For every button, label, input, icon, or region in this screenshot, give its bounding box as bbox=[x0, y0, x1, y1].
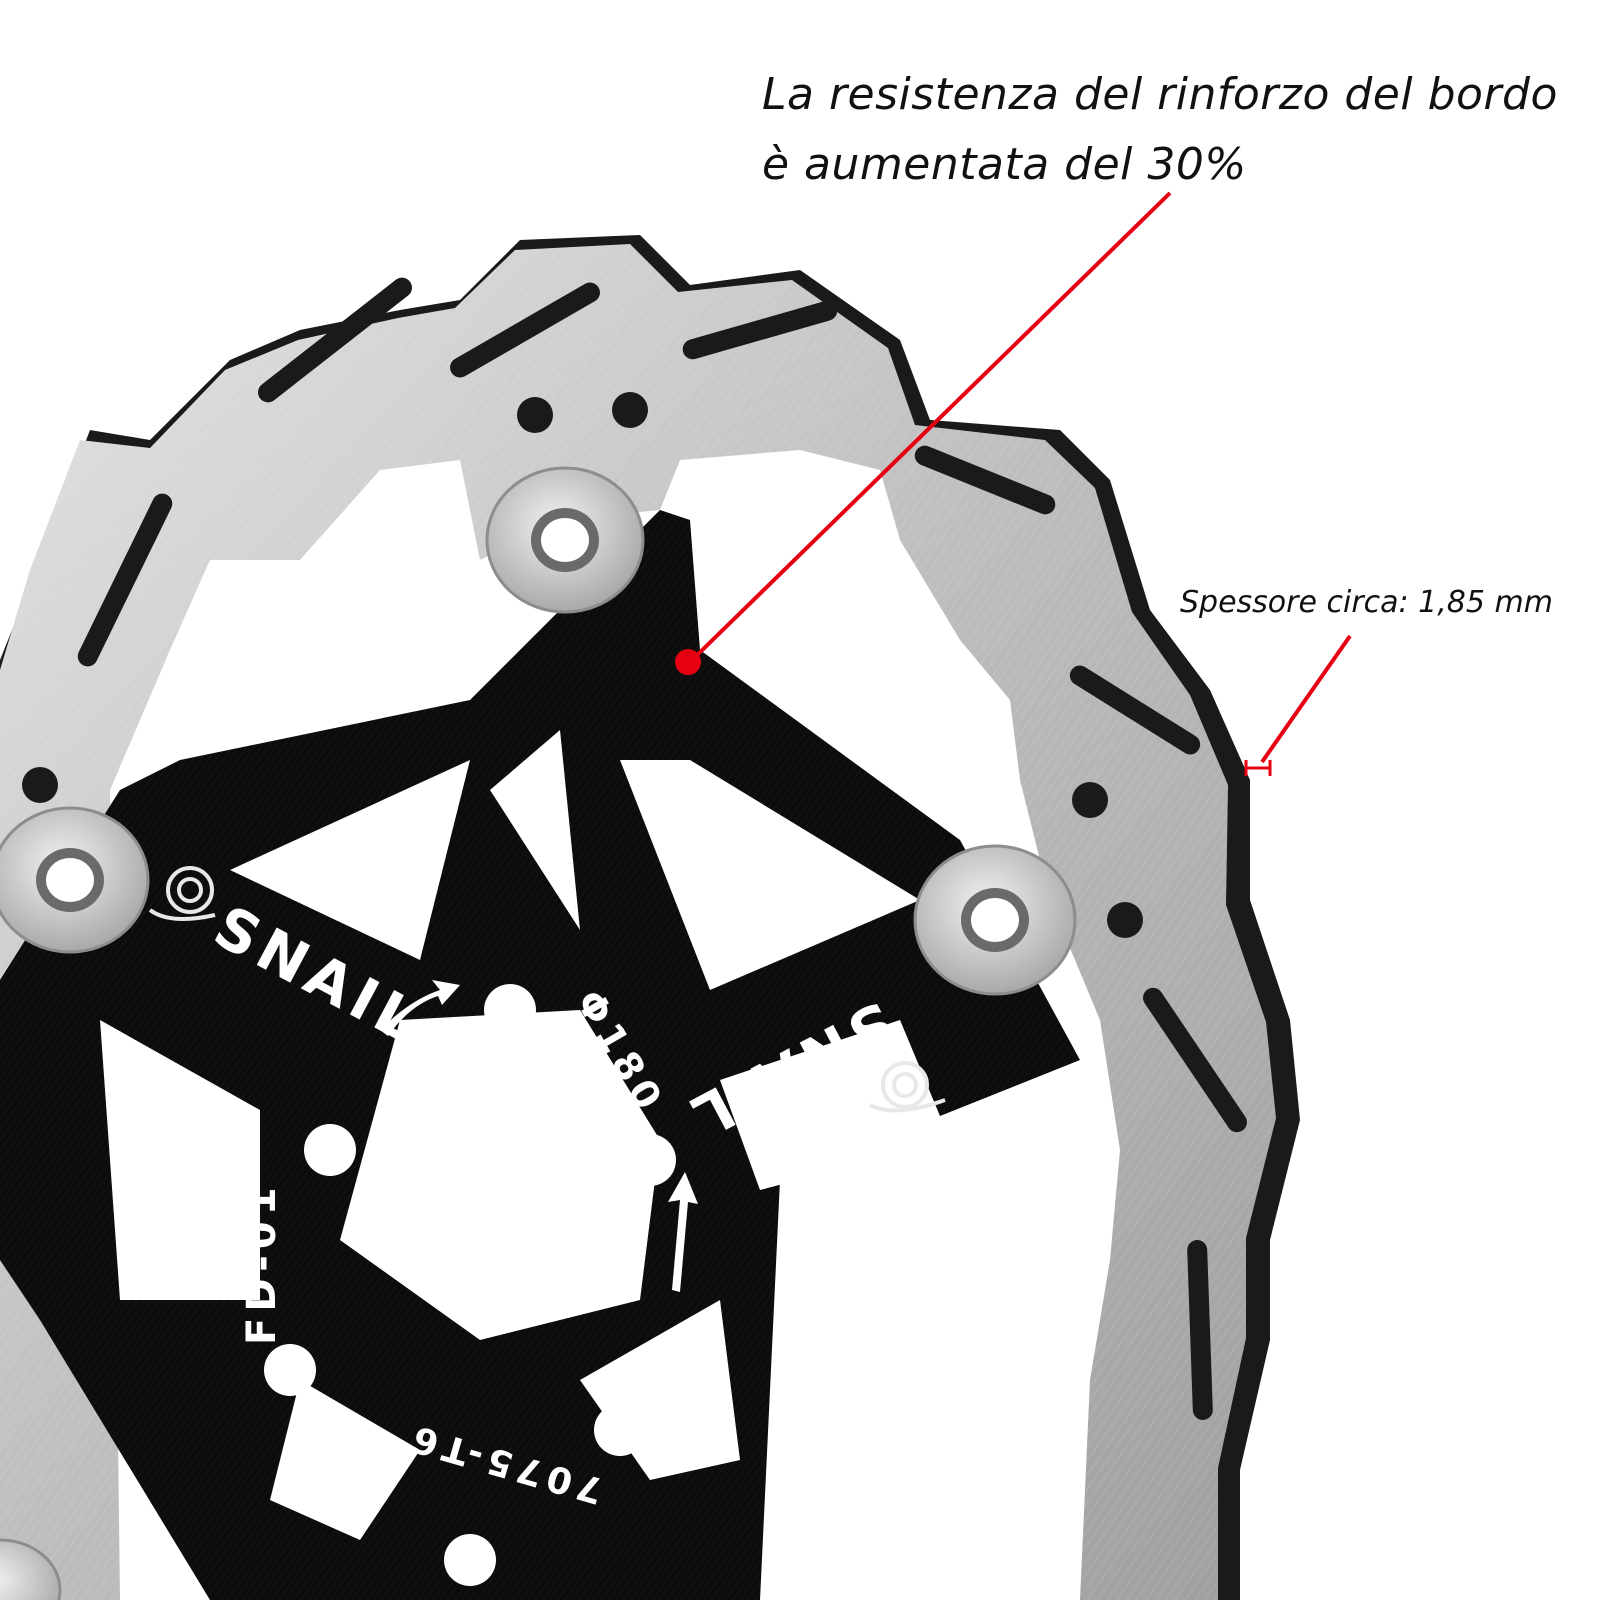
rotor-carrier bbox=[0, 510, 1080, 1600]
snail-logo-icon bbox=[869, 1061, 946, 1113]
rotation-arrow-icon bbox=[668, 1172, 698, 1292]
model-label: FD-01 bbox=[239, 1181, 285, 1345]
thickness-marker bbox=[1244, 760, 1272, 776]
rotation-arrow-icon bbox=[300, 1464, 350, 1508]
rivet-bottom-left bbox=[0, 1538, 62, 1600]
rivet-top bbox=[485, 466, 645, 614]
edge-reinforcement-caption: La resistenza del rinforzo del bordo è a… bbox=[762, 60, 1558, 200]
thickness-callout-line bbox=[1260, 634, 1352, 764]
edge-caption-line-2: è aumentata del 30% bbox=[762, 139, 1247, 190]
callout-lines bbox=[675, 191, 1352, 776]
carrier-openings bbox=[100, 730, 950, 1540]
carrier-bolt-holes bbox=[264, 984, 676, 1586]
rotor-drill-holes bbox=[22, 392, 1143, 938]
rotation-arrow-icon bbox=[380, 980, 460, 1036]
thickness-caption: Spessore circa: 1,85 mm bbox=[1180, 585, 1553, 620]
snail-logo-icon bbox=[148, 866, 216, 921]
rotor-rivets bbox=[0, 466, 1077, 1600]
edge-callout-dot bbox=[675, 649, 701, 675]
edge-caption-line-1: La resistenza del rinforzo del bordo bbox=[762, 69, 1558, 120]
rotor-vent-slots bbox=[77, 277, 1247, 1420]
rivet-left bbox=[0, 806, 150, 954]
edge-callout-line bbox=[688, 191, 1172, 664]
rivet-right bbox=[913, 844, 1077, 996]
